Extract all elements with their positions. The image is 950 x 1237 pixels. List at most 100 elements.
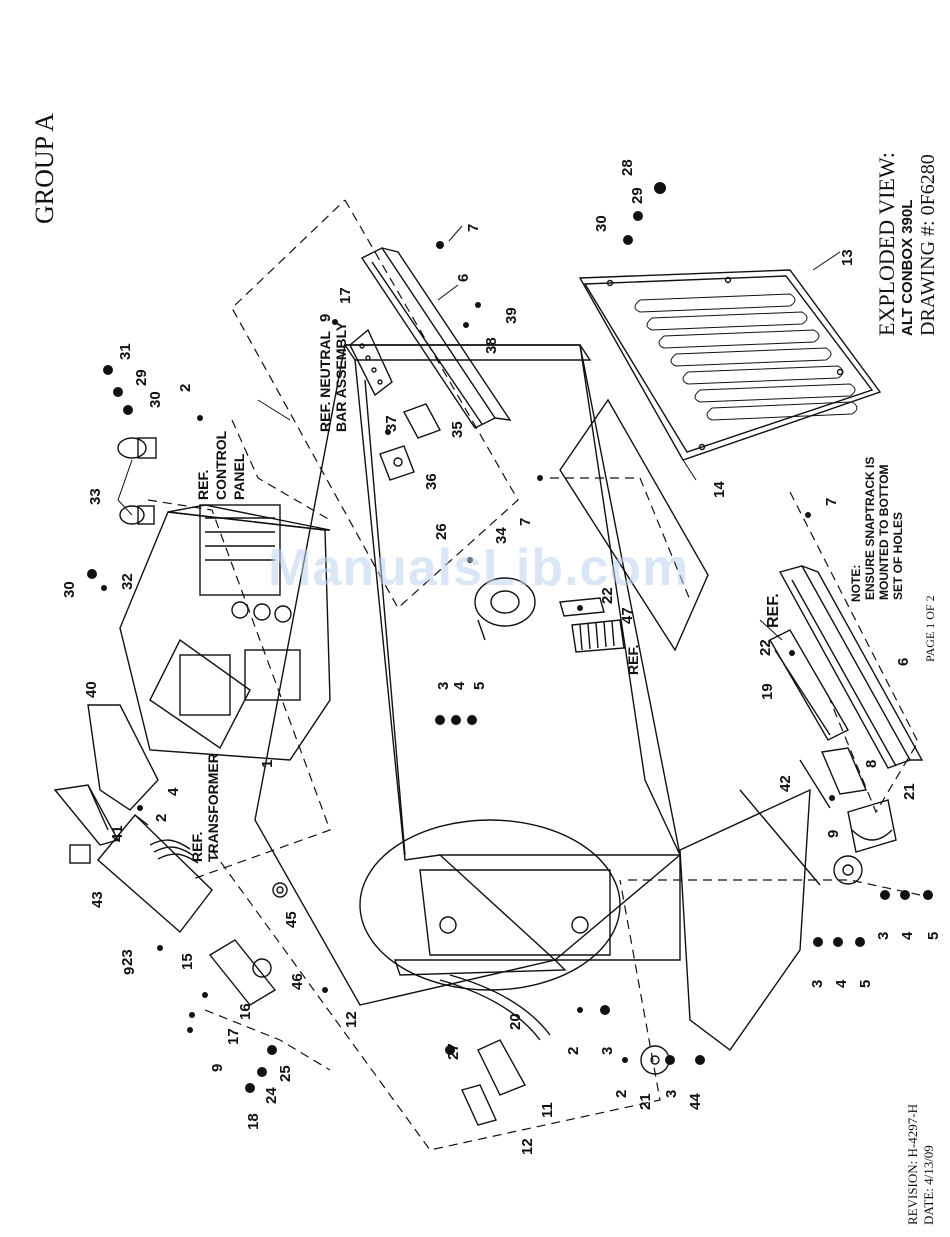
- hardware-fasteners: [87, 182, 933, 1093]
- note-line1: NOTE:: [849, 564, 863, 602]
- callout-label: 5: [857, 980, 874, 988]
- neutral-bar-label-1: REF. NEUTRAL: [317, 330, 333, 432]
- callout-label: 38: [483, 337, 500, 354]
- callout-label: 7: [823, 498, 840, 506]
- callout-label: 3: [435, 682, 452, 690]
- callout-label: 9: [209, 1064, 226, 1072]
- transformer-label-2: TRANSFORMER: [205, 753, 221, 862]
- breaker-bus: [769, 629, 849, 741]
- control-panel-housing: [119, 504, 331, 761]
- callout-label: 2: [153, 814, 170, 822]
- bracket-40: [87, 704, 159, 811]
- callout-label: 34: [493, 527, 510, 544]
- fuse-holders: [117, 437, 157, 525]
- callout-label: 22: [757, 639, 774, 656]
- callout-label: 27: [445, 1043, 462, 1060]
- callout-label: 13: [839, 249, 856, 266]
- lug-36: [379, 445, 415, 481]
- callout-label: 39: [503, 307, 520, 324]
- block-21: [847, 799, 897, 853]
- bar-42: [799, 759, 831, 809]
- callout-label: 8: [863, 760, 880, 768]
- callout-label: 4: [833, 979, 850, 988]
- callout-label: 6: [895, 658, 912, 666]
- callout-label: 3: [599, 1047, 616, 1055]
- callout-label: 4: [899, 931, 916, 940]
- control-panel-leader: [147, 419, 331, 881]
- note-line2: ENSURE SNAPTRACK IS: [863, 456, 877, 600]
- callout-label: 41: [109, 825, 126, 842]
- callout-label: 12: [519, 1138, 536, 1155]
- ref-breaker-label: REF.: [765, 593, 782, 628]
- callout-label: 46: [289, 973, 306, 990]
- callout-label: 42: [777, 775, 794, 792]
- callout-label: 3: [875, 932, 892, 940]
- title-line2: ALT CONBOX 390L: [899, 199, 916, 336]
- callout-label: 45: [283, 911, 300, 928]
- callout-label: 33: [87, 488, 104, 505]
- date-text: DATE: 4/13/09: [921, 1145, 936, 1225]
- vented-cover-panel: [578, 269, 882, 461]
- label-43: [69, 844, 91, 864]
- callout-label: 5: [925, 932, 942, 940]
- callout-label: 29: [133, 369, 150, 386]
- block-12: [461, 1084, 497, 1126]
- callout-label: 30: [147, 391, 164, 408]
- plate-15: [208, 939, 277, 1006]
- snaptrack-leader: [789, 491, 919, 814]
- control-panel-label-3: PANEL: [231, 453, 247, 500]
- ref-terminal-label: REF.: [625, 644, 641, 675]
- neutral-bar-label-2: BAR ASSEMBLY: [333, 321, 349, 432]
- top-rail: [360, 247, 512, 429]
- terminal-47: [559, 597, 605, 617]
- callout-label: 21: [637, 1093, 654, 1110]
- callout-label: 1: [259, 760, 276, 768]
- callout-label: 16: [237, 1003, 254, 1020]
- callout-label: 18: [245, 1113, 262, 1130]
- bracket-8: [821, 747, 867, 795]
- callout-label: 15: [179, 953, 196, 970]
- bracket-41: [53, 784, 120, 846]
- callout-label: 11: [539, 1102, 556, 1118]
- title-line1: EXPLODED VIEW:: [874, 152, 899, 336]
- callout-label: 21: [901, 783, 918, 800]
- callout-label: 40: [83, 681, 100, 698]
- callout-label: 36: [423, 473, 440, 490]
- callout-label: 2: [613, 1090, 630, 1098]
- transformer-label-1: REF.: [189, 831, 205, 862]
- neutral-bar-leader: [231, 199, 519, 609]
- base-leader: [204, 477, 921, 1151]
- callout-label: 6: [455, 274, 472, 282]
- watermark: ManualsLib.com: [268, 539, 690, 597]
- callout-label: 43: [89, 891, 106, 908]
- callout-label: 19: [759, 683, 776, 700]
- terminal-ref: [571, 619, 625, 653]
- callout-label: 20: [507, 1013, 524, 1030]
- callout-label: 2: [565, 1047, 582, 1055]
- callout-label: 29: [629, 187, 646, 204]
- callout-label: 9: [317, 314, 334, 322]
- callout-label: 9: [825, 830, 842, 838]
- callout-label: 32: [119, 573, 136, 590]
- revision-text: REVISION: H-4297-H: [905, 1104, 920, 1225]
- callout-label: 44: [687, 1093, 704, 1110]
- callout-label: 7: [465, 224, 482, 232]
- callout-label: 12: [343, 1011, 360, 1028]
- callout-label: 2: [177, 384, 194, 392]
- callout-label: 17: [225, 1028, 242, 1045]
- callout-label: 5: [471, 682, 488, 690]
- callout-label: 35: [449, 421, 466, 438]
- grommet-45: [272, 882, 288, 898]
- callout-label: 23: [119, 949, 136, 966]
- note-line3: MOUNTED TO BOTTOM: [877, 464, 891, 600]
- note-line4: SET OF HOLES: [891, 511, 905, 600]
- callout-label: 30: [61, 581, 78, 598]
- title-line3: DRAWING #: 0F6280: [917, 154, 939, 336]
- control-panel-label-1: REF.: [195, 469, 211, 500]
- callout-label: 17: [337, 287, 354, 304]
- callout-label: 37: [383, 415, 400, 432]
- transformer-box: [97, 813, 213, 934]
- callout-label: 3: [663, 1090, 680, 1098]
